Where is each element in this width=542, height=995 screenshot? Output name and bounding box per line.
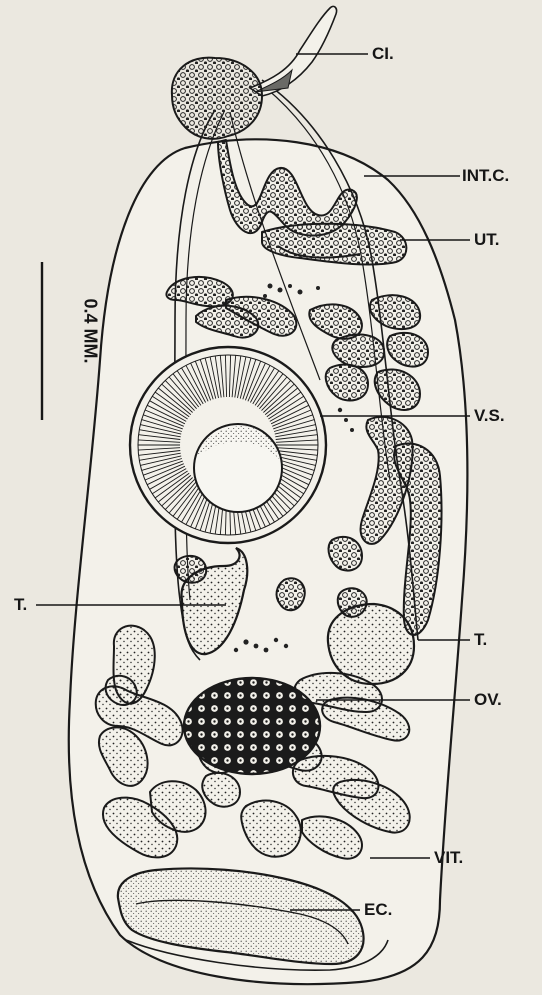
cirrus [250, 6, 337, 96]
label-intestinal-caecum: INT.C. [462, 167, 509, 184]
label-testis-left: T. [14, 596, 27, 613]
testis-right [328, 604, 414, 684]
genital-pore-mass [172, 58, 262, 139]
label-ovary: OV. [474, 691, 502, 708]
ventral-sucker [130, 347, 326, 543]
label-testis-right: T. [474, 631, 487, 648]
label-ventral-sucker: V.S. [474, 407, 505, 424]
ovary [184, 678, 320, 774]
label-excretory-canal: EC. [364, 901, 392, 918]
label-vitellaria: VIT. [434, 849, 463, 866]
label-uterus: UT. [474, 231, 500, 248]
label-cirrus: CI. [372, 45, 394, 62]
scale-bar-label: 0.4 MM. [82, 298, 100, 363]
